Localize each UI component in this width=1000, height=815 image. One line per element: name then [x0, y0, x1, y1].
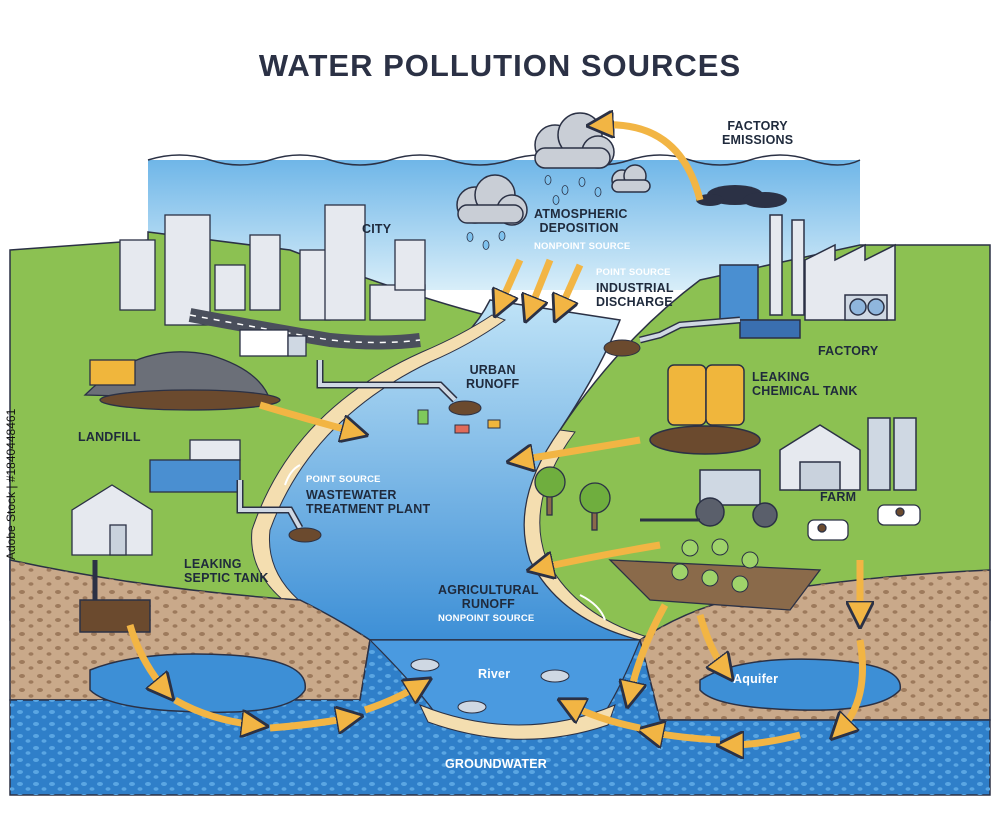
label-atmospheric-nonpoint: NONPOINT SOURCE [534, 242, 630, 253]
label-factory: FACTORY [818, 344, 878, 358]
label-agricultural-nonpoint: NONPOINT SOURCE [438, 614, 534, 625]
label-agricultural-line1: AGRICULTURAL [438, 583, 539, 597]
label-leaking-chemical-tank-line1: LEAKING [752, 370, 858, 384]
stock-watermark: Adobe Stock | #1840448461 [4, 409, 18, 560]
label-wastewater-plant: WASTEWATER TREATMENT PLANT [306, 488, 430, 517]
label-urban-runoff-line1: URBAN [466, 363, 519, 377]
diagram-title: WATER POLLUTION SOURCES [0, 48, 1000, 84]
cloud-top [535, 113, 614, 168]
label-wastewater-line1: WASTEWATER [306, 488, 430, 502]
label-aquifer: Aquifer [733, 672, 778, 686]
label-farm: FARM [820, 490, 856, 504]
label-atmospheric-deposition: ATMOSPHERIC DEPOSITION [534, 207, 624, 236]
label-wastewater-line2: TREATMENT PLANT [306, 502, 430, 516]
label-urban-runoff: URBAN RUNOFF [466, 363, 519, 392]
urban-puddle [449, 401, 481, 415]
label-industrial-discharge: INDUSTRIAL DISCHARGE [596, 281, 674, 310]
label-septic-line1: LEAKING [184, 557, 269, 571]
label-wastewater-point: POINT SOURCE [306, 475, 381, 486]
left-aquifer [90, 654, 305, 712]
label-industrial-discharge-line2: DISCHARGE [596, 295, 674, 309]
label-leaking-chemical-tank: LEAKING CHEMICAL TANK [752, 370, 858, 399]
label-factory-emissions-line1: FACTORY [722, 119, 793, 133]
industrial-puddle [604, 340, 640, 356]
label-landfill: LANDFILL [78, 430, 141, 444]
label-leaking-chemical-tank-line2: CHEMICAL TANK [752, 384, 858, 398]
right-aquifer [700, 659, 900, 710]
label-factory-emissions-line2: EMISSIONS [722, 133, 793, 147]
label-urban-runoff-line2: RUNOFF [466, 377, 519, 391]
label-industrial-discharge-line1: INDUSTRIAL [596, 281, 674, 295]
label-atmospheric-deposition-text: ATMOSPHERIC DEPOSITION [534, 207, 624, 236]
label-septic-line2: SEPTIC TANK [184, 571, 269, 585]
label-factory-emissions: FACTORY EMISSIONS [722, 119, 793, 148]
label-industrial-point: POINT SOURCE [596, 268, 671, 279]
wastewater-puddle [289, 528, 321, 542]
label-groundwater: GROUNDWATER [445, 757, 547, 771]
label-agricultural-runoff: AGRICULTURAL RUNOFF [438, 583, 539, 612]
label-leaking-septic-tank: LEAKING SEPTIC TANK [184, 557, 269, 586]
label-agricultural-line2: RUNOFF [438, 597, 539, 611]
label-river: River [478, 667, 510, 681]
label-city: CITY [362, 222, 391, 236]
